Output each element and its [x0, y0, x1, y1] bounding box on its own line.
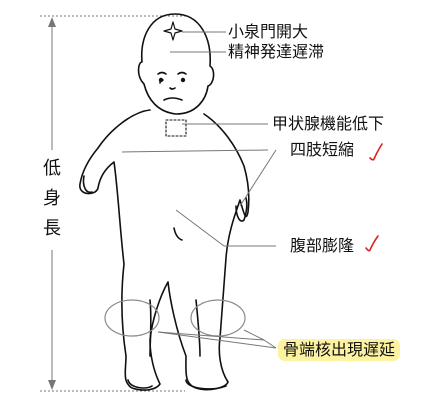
leader-lines	[121, 31, 277, 349]
height-measure	[40, 15, 185, 392]
head-outline	[137, 13, 215, 115]
height-label-1: 低	[43, 158, 61, 179]
right-knee-circle	[190, 299, 246, 337]
label-abdomen: 腹部膨隆	[290, 236, 355, 255]
height-label-2: 身	[43, 188, 61, 209]
navel	[173, 227, 183, 241]
check-icon	[365, 235, 379, 252]
label-hypothyroid: 甲状腺機能低下	[272, 114, 385, 133]
feet	[127, 379, 227, 390]
body-outline	[79, 109, 250, 391]
label-limbs: 四肢短縮	[290, 140, 355, 159]
right-hand	[235, 197, 248, 222]
check-icon	[369, 143, 383, 161]
check-marks	[365, 143, 383, 252]
thyroid-mark	[165, 119, 187, 137]
child-figure	[79, 13, 250, 391]
label-bone-age: 骨端核出現遅延	[278, 339, 401, 361]
label-retardation: 精神発達遅滞	[228, 42, 325, 61]
height-label-3: 長	[43, 218, 61, 239]
left-hand	[82, 175, 93, 194]
left-knee-circle	[104, 299, 160, 337]
fontanelle-mark	[163, 21, 183, 41]
label-fontanelle: 小泉門開大	[228, 22, 309, 41]
face	[157, 71, 187, 101]
